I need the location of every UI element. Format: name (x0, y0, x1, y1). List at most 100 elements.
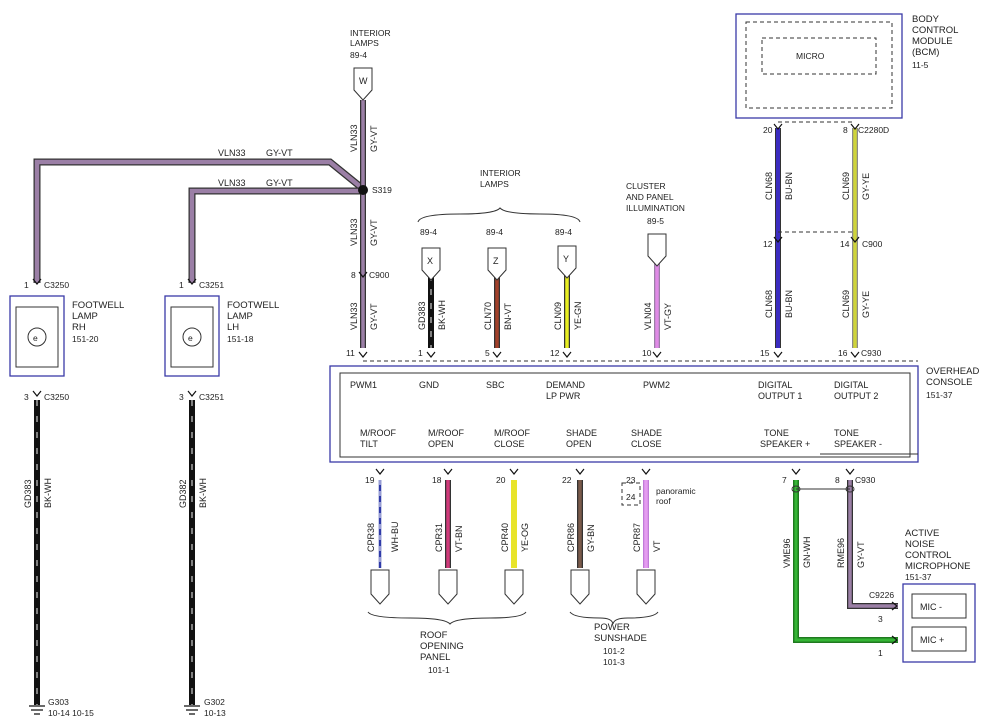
anc-title-3: CONTROL (905, 550, 951, 561)
wire-cln68-b-circuit: CLN68 (764, 290, 774, 318)
pin-oc-close: 20 (496, 475, 506, 485)
overhead-title-1: OVERHEAD (926, 366, 979, 377)
pin-oc-pwm1: 11 (346, 348, 355, 358)
wire-vme96-circuit: VME96 (782, 538, 792, 568)
interior-lamps-mid-title-1: INTERIOR (480, 168, 521, 178)
pin-label-open-2: OPEN (428, 439, 454, 449)
bcm-micro-label: MICRO (796, 51, 825, 61)
interior-lamps-top-ref: 89-4 (350, 50, 367, 60)
wire-cln69-b-color: GY-YE (861, 291, 871, 318)
interior-lamps-top-title-2: LAMPS (350, 38, 379, 48)
connector-x-letter: X (427, 256, 433, 266)
pin-label-tone-p-1: TONE (764, 428, 789, 438)
pin-lh-bot: 3 (179, 392, 184, 402)
connector-close-shape (504, 569, 524, 605)
wire-cpr31-color: VT-BN (454, 525, 464, 552)
lamp-x-ref: 89-4 (420, 227, 437, 237)
pin-oc-gnd: 1 (418, 348, 423, 358)
pin-label-shade-open-2: OPEN (566, 439, 592, 449)
pin-c900-cln68: 12 (763, 239, 773, 249)
pin-label-do1-1: DIGITAL (758, 380, 792, 390)
connector-z-letter: Z (493, 256, 499, 266)
overhead-title-2: CONSOLE (926, 377, 972, 388)
pin-bcm-cln69: 8 (843, 125, 848, 135)
anc-connector: C9226 (869, 590, 894, 600)
sunshade-ref-1: 101-2 (603, 646, 625, 656)
wire-cpr38-circuit: CPR38 (366, 523, 376, 552)
pin-oc-shade-close-a: 23 (626, 475, 636, 485)
wire-vln33-lh-circuit: VLN33 (218, 178, 246, 188)
splice-label: S319 (372, 185, 392, 195)
pin-lh-top: 1 (179, 280, 184, 290)
ground-g303-refs: 10-14 10-15 (48, 708, 94, 718)
pin-oc-tone-p: 7 (782, 475, 787, 485)
pin-rh-top: 1 (24, 280, 29, 290)
conn-oc-top: C930 (861, 348, 882, 358)
wire-rme96-circuit: RME96 (836, 538, 846, 568)
pin-c900-vln: 8 (351, 270, 356, 280)
sunshade-ref-2: 101-3 (603, 657, 625, 667)
pin-label-shade-open-1: SHADE (566, 428, 597, 438)
pin-label-do2-1: DIGITAL (834, 380, 868, 390)
wire-cln09-color: YE-GN (573, 301, 583, 330)
ground-g302-refs: 10-13 (204, 708, 226, 718)
wire-vln33-top-color: GY-VT (369, 125, 379, 152)
conn-bcm: C2280D (858, 125, 889, 135)
conn-c900-b: C900 (862, 239, 883, 249)
pin-label-open-1: M/ROOF (428, 428, 464, 438)
cluster-title-2: AND PANEL (626, 192, 674, 202)
connector-tilt-shape (370, 569, 390, 605)
wire-vln04-color: VT-GY (663, 303, 673, 330)
wire-cln69-b-circuit: CLN69 (841, 290, 851, 318)
pin-oc-tone-n: 8 (835, 475, 840, 485)
pin-label-tone-p-2: SPEAKER + (760, 439, 810, 449)
connector-y-letter: Y (563, 254, 569, 264)
conn-lh-bot: C3251 (199, 392, 224, 402)
interior-lamps-brace (417, 207, 581, 223)
wire-vme96 (793, 480, 898, 643)
roof-panel-title-1: ROOF (420, 630, 448, 641)
pin-label-pwm1: PWM1 (350, 380, 377, 390)
lamp-z-ref: 89-4 (486, 227, 503, 237)
wire-vln33-lh (188, 187, 362, 283)
footwell-lh-title-1: FOOTWELL (227, 300, 279, 311)
mic-plus-label: MIC + (920, 635, 944, 645)
bcm-title-3: MODULE (912, 36, 953, 47)
wire-vln33-rh (33, 158, 365, 283)
wire-cpr87-color: VT (652, 540, 662, 552)
pin-label-demand-2: LP PWR (546, 391, 581, 401)
connector-open-shape (438, 569, 458, 605)
lamp-symbol-lh: e (188, 333, 193, 343)
pin-oc-shade-open: 22 (562, 475, 572, 485)
pin-oc-open: 18 (432, 475, 442, 485)
overhead-console (329, 365, 919, 463)
interior-lamps-mid-title-2: LAMPS (480, 179, 509, 189)
pin-oc-pwm2: 10 (642, 348, 652, 358)
connector-x-shape (421, 247, 441, 281)
cluster-title-3: ILLUMINATION (626, 203, 685, 213)
pin-label-shade-close-1: SHADE (631, 428, 662, 438)
pin-label-tilt-1: M/ROOF (360, 428, 396, 438)
wire-cln68-a-circuit: CLN68 (764, 172, 774, 200)
footwell-lamp-lh: e (164, 295, 220, 377)
bcm-title-2: CONTROL (912, 25, 958, 36)
footwell-rh-title-3: RH (72, 322, 86, 333)
wire-cpr86-color: GY-BN (586, 524, 596, 552)
wire-vln33-mid-color: GY-VT (369, 219, 379, 246)
pin-bcm-cln68: 20 (763, 125, 773, 135)
wire-cln09-circuit: CLN09 (553, 302, 563, 330)
ground-g302 (184, 705, 200, 715)
wire-vme96-color: GN-WH (802, 537, 812, 569)
wire-cpr87-circuit: CPR87 (632, 523, 642, 552)
roof-panel-brace (367, 611, 527, 625)
pin-label-shade-close-2: CLOSE (631, 439, 662, 449)
panoramic-note-2: roof (656, 496, 671, 506)
anc-title-4: MICROPHONE (905, 561, 970, 572)
anc-microphone: MIC - MIC + (902, 583, 976, 663)
pin-oc-do2: 16 (838, 348, 848, 358)
pin-label-sbc: SBC (486, 380, 505, 390)
wire-cln68-a-color: BU-BN (784, 172, 794, 200)
pin-mic-plus: 1 (878, 648, 883, 658)
mic-minus-label: MIC - (920, 602, 942, 612)
connector-cluster-shape (647, 233, 667, 267)
